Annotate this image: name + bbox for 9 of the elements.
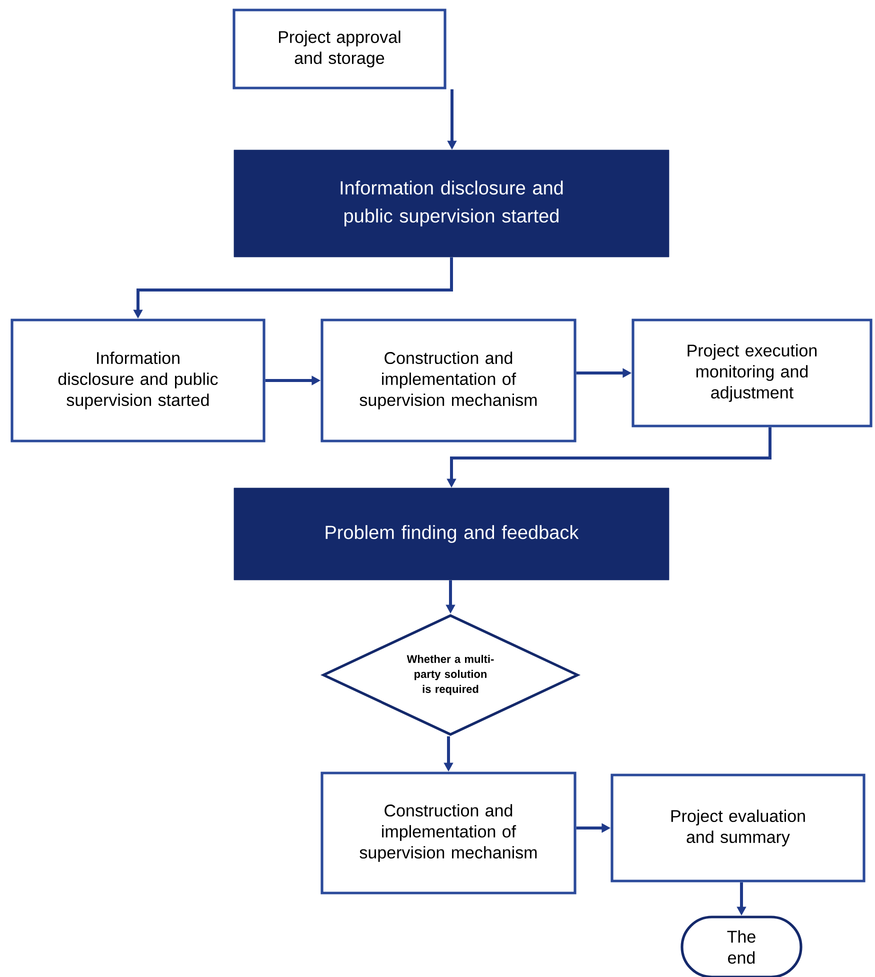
process-box: Problem finding and feedback — [234, 488, 670, 580]
process-box: Construction and implementation of supervision mechanism — [320, 318, 576, 442]
process-box: Information disclosure and public supervision started — [234, 150, 670, 258]
process-box: Information disclosure and public supervision started — [10, 318, 266, 442]
end-terminal: The end — [680, 916, 802, 977]
process-box: Project evaluation and summary — [610, 774, 866, 882]
process-box: Project execution monitoring and adjustment — [632, 318, 872, 428]
process-box: Construction and implementation of supervision mechanism — [320, 772, 576, 894]
process-box: Project approval and storage — [232, 8, 446, 90]
